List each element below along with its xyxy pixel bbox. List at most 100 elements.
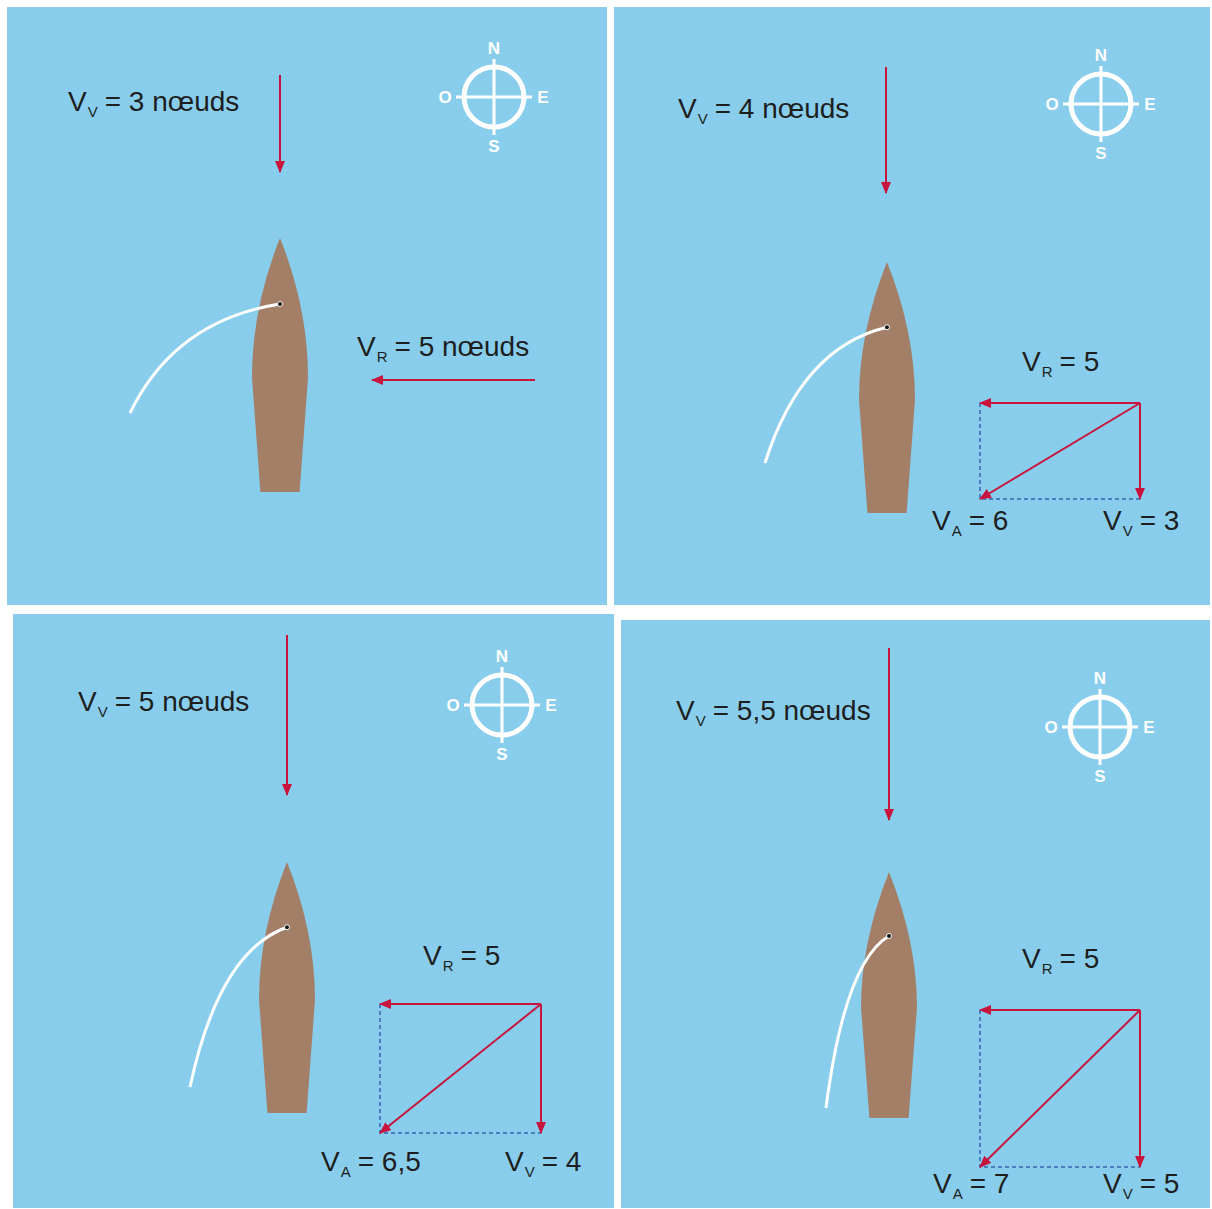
boat-hull xyxy=(259,862,315,1113)
true-wind-arrow xyxy=(888,648,890,820)
compass-letter: E xyxy=(537,89,548,106)
vector-subscript: R xyxy=(1042,363,1053,380)
boat-wind-arrow xyxy=(980,1009,1140,1011)
vector-symbol: V xyxy=(678,93,697,124)
compass-letter: N xyxy=(488,40,500,57)
vector-label: VV = 3 xyxy=(1103,507,1179,538)
vector-subscript: R xyxy=(443,957,454,974)
vector-label: VR = 5 nœuds xyxy=(357,333,529,364)
vector-label: VV = 5 nœuds xyxy=(78,688,249,719)
mast xyxy=(278,302,283,307)
apparent-wind-arrow xyxy=(980,403,1140,499)
vector-symbol: V xyxy=(505,1146,524,1177)
boom-sail xyxy=(130,304,280,413)
compass-letter: E xyxy=(1143,719,1154,736)
vector-symbol: V xyxy=(932,505,951,536)
vector-value: = 3 xyxy=(1140,505,1180,536)
vector-value: = 5 xyxy=(1140,1168,1180,1199)
construction-line xyxy=(380,1004,541,1133)
true-wind-arrow xyxy=(540,1004,542,1133)
vector-subscript: V xyxy=(1123,522,1133,539)
vector-label: VR = 5 xyxy=(1022,348,1099,379)
boat-hull xyxy=(859,262,915,513)
vector-symbol: V xyxy=(676,695,695,726)
vector-subscript: V xyxy=(1123,1185,1133,1202)
compass-letter: S xyxy=(496,746,507,763)
compass-letter: N xyxy=(1095,47,1107,64)
vector-value: = 5 nœuds xyxy=(395,331,530,362)
vector-symbol: V xyxy=(78,686,97,717)
vector-symbol: V xyxy=(68,86,87,117)
vector-subscript: R xyxy=(1042,960,1053,977)
vector-label: VV= 4 nœuds xyxy=(678,95,849,126)
mast xyxy=(885,325,890,330)
vector-subscript: V xyxy=(698,110,708,127)
true-wind-arrow xyxy=(1139,1010,1141,1167)
vector-label: VR = 5 xyxy=(1022,945,1099,976)
vector-subscript: A xyxy=(953,1185,963,1202)
mast xyxy=(887,933,892,938)
vector-symbol: V xyxy=(1022,943,1041,974)
compass-letter: O xyxy=(1044,719,1057,736)
boat-wind-arrow xyxy=(380,1003,541,1005)
vector-label: VV = 5 xyxy=(1103,1170,1179,1201)
water-ground xyxy=(614,7,1210,605)
boat-hull xyxy=(252,238,308,492)
vector-symbol: V xyxy=(357,331,376,362)
boom-sail xyxy=(765,327,887,463)
water-ground xyxy=(7,7,607,605)
water-ground xyxy=(13,614,614,1208)
true-wind-arrow xyxy=(286,635,288,795)
vector-value: = 5 xyxy=(461,940,501,971)
compass-letter: O xyxy=(1045,96,1058,113)
compass-cross xyxy=(1062,689,1138,765)
vector-label: VA = 6 xyxy=(932,507,1008,538)
vector-symbol: V xyxy=(1103,505,1122,536)
vector-subscript: A xyxy=(952,522,962,539)
vector-value: = 3 nœuds xyxy=(105,86,240,117)
vector-value: = 6 xyxy=(969,505,1009,536)
compass-cross xyxy=(1063,66,1139,142)
vector-value: = 5 xyxy=(1060,346,1100,377)
panel xyxy=(7,7,607,605)
vector-label: VA= 6,5 xyxy=(321,1148,421,1179)
boom-sail xyxy=(190,927,287,1087)
vector-value: = 4 xyxy=(542,1146,582,1177)
true-wind-arrow xyxy=(279,75,281,172)
vector-symbol: V xyxy=(1103,1168,1122,1199)
vector-value: = 5 xyxy=(1060,943,1100,974)
vector-symbol: V xyxy=(1022,346,1041,377)
water-ground xyxy=(621,620,1210,1208)
vector-value: = 5 nœuds xyxy=(115,686,250,717)
compass-letter: N xyxy=(496,648,508,665)
boat-wind-arrow xyxy=(372,379,535,381)
vector-value: = 6,5 xyxy=(358,1146,421,1177)
compass-letter: O xyxy=(438,89,451,106)
compass-letter: N xyxy=(1094,670,1106,687)
compass-letter: E xyxy=(545,697,556,714)
compass-letter: E xyxy=(1144,96,1155,113)
construction-line xyxy=(980,403,1140,499)
vector-subscript: V xyxy=(98,703,108,720)
vector-symbol: V xyxy=(933,1168,952,1199)
vector-label: VA= 7 xyxy=(933,1170,1009,1201)
boat-wind-arrow xyxy=(980,402,1140,404)
vector-subscript: V xyxy=(696,712,706,729)
panel xyxy=(13,614,614,1208)
vector-label: VV= 4 xyxy=(505,1148,581,1179)
compass-letter: S xyxy=(488,138,499,155)
vector-label: VR = 5 xyxy=(423,942,500,973)
true-wind-arrow xyxy=(1139,403,1141,499)
vector-value: = 5,5 nœuds xyxy=(713,695,871,726)
boom-sail xyxy=(826,936,889,1108)
apparent-wind-arrow xyxy=(980,1010,1140,1167)
true-wind-arrow xyxy=(885,67,887,193)
mast xyxy=(285,925,290,930)
panel xyxy=(621,620,1210,1208)
vector-symbol: V xyxy=(423,940,442,971)
vector-label: VV = 3 nœuds xyxy=(68,88,239,119)
vector-subscript: V xyxy=(88,103,98,120)
compass-letter: O xyxy=(446,697,459,714)
vector-subscript: R xyxy=(377,348,388,365)
